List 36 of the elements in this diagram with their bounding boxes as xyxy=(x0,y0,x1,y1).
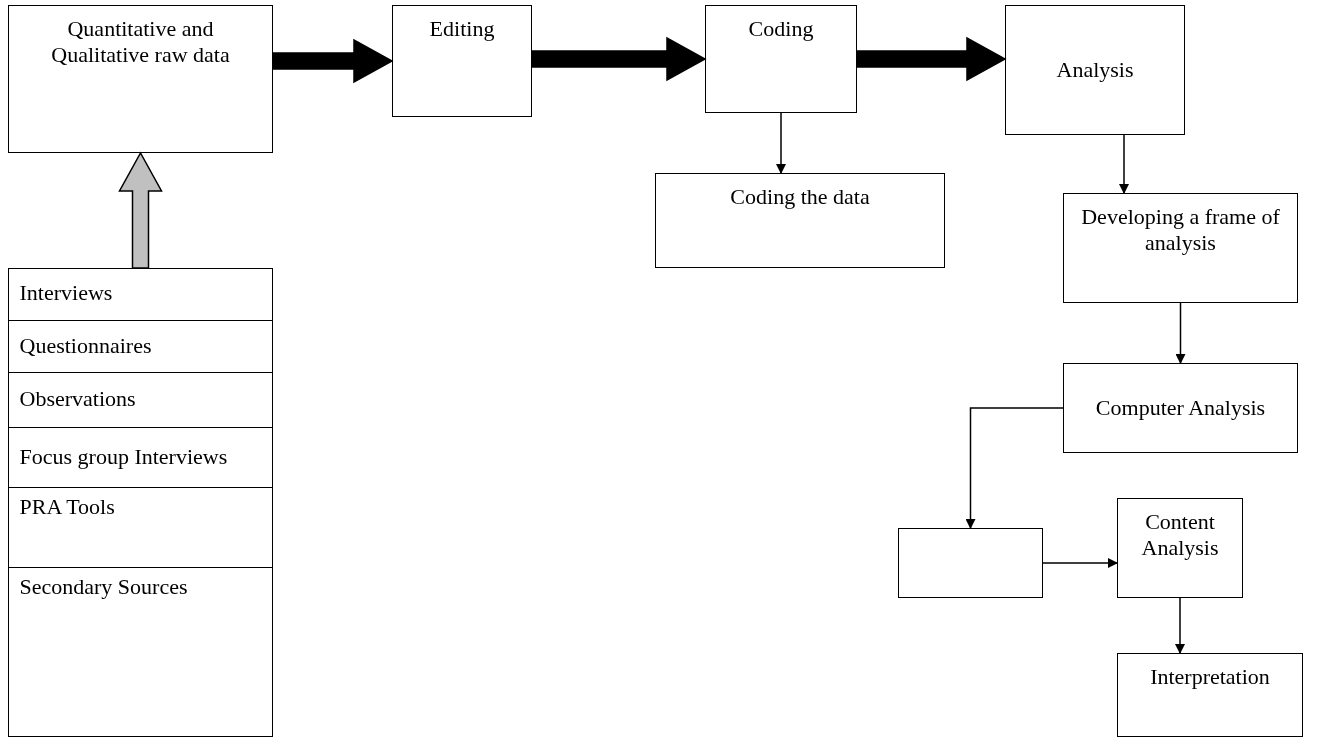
box-label: Quantitative and Qualitative raw data xyxy=(50,16,231,69)
arrow xyxy=(1119,134,1129,194)
arrow xyxy=(1175,302,1186,364)
box-label: Focus group Interviews xyxy=(19,443,228,471)
process-box xyxy=(1005,5,1185,135)
box-label: Observations xyxy=(19,386,136,413)
box-label: Interpretation xyxy=(1150,664,1270,691)
box-label: Computer Analysis xyxy=(1095,394,1266,422)
process-box xyxy=(655,173,945,268)
list-box xyxy=(8,268,273,737)
process-box xyxy=(1063,363,1298,453)
arrow xyxy=(965,407,1064,529)
box-label: Interviews xyxy=(19,280,113,307)
box-label: Content Analysis xyxy=(1140,509,1220,562)
box-label: Developing a frame of analysis xyxy=(1080,204,1281,257)
arrow xyxy=(776,112,786,174)
process-box xyxy=(898,528,1043,598)
box-label: PRA Tools xyxy=(19,493,115,520)
box-label: Coding the data xyxy=(730,184,870,211)
box-label: Coding xyxy=(748,16,814,43)
block-arrow xyxy=(118,151,163,269)
process-box xyxy=(8,5,273,153)
block-arrow xyxy=(272,38,394,84)
arrow xyxy=(1175,597,1185,654)
process-box xyxy=(1117,498,1243,598)
box-label: Editing xyxy=(429,16,495,43)
process-box xyxy=(392,5,532,117)
box-label: Secondary Sources xyxy=(19,573,188,600)
box-label: Questionnaires xyxy=(19,332,152,360)
box-label: Analysis xyxy=(1056,56,1134,84)
process-box xyxy=(1063,193,1298,303)
process-box xyxy=(1117,653,1303,737)
block-arrow xyxy=(531,36,707,82)
process-box xyxy=(705,5,857,113)
block-arrow xyxy=(856,36,1007,82)
arrow xyxy=(1042,558,1118,568)
